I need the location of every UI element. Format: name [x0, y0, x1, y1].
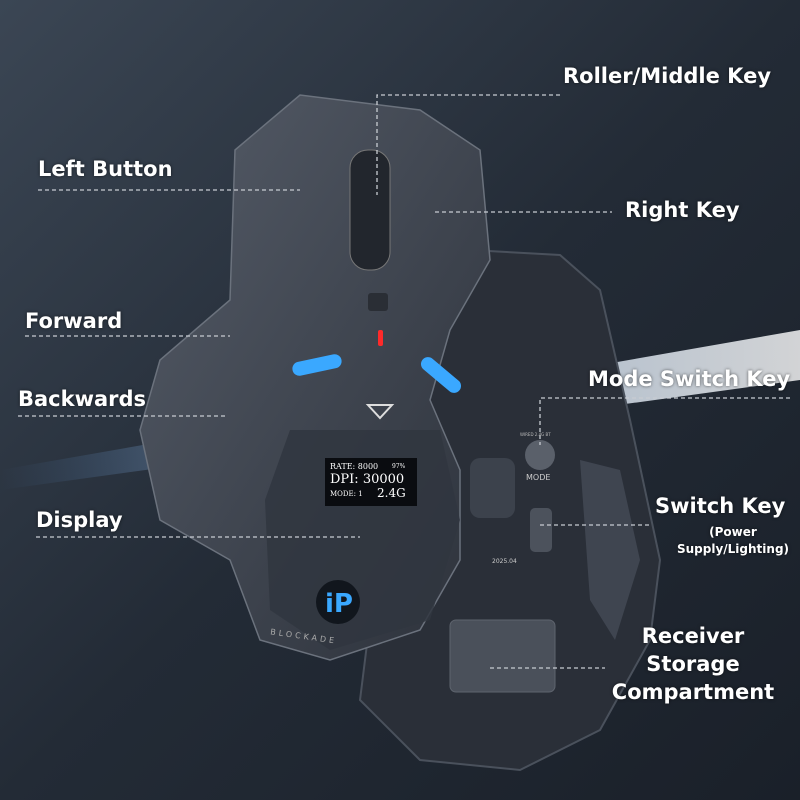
- display-battery: 97%: [392, 463, 406, 470]
- display-mode: MODE: 1: [330, 490, 363, 498]
- mode-button: [525, 440, 555, 470]
- receiver-compartment: [449, 619, 556, 693]
- date-print: 2025.04: [492, 558, 517, 565]
- label-switch-key-sub-1: (Power: [709, 525, 757, 539]
- label-right-key: Right Key: [625, 198, 740, 222]
- label-forward: Forward: [25, 309, 123, 333]
- leader-lines: [18, 94, 790, 669]
- oled-display: [325, 458, 417, 506]
- mode-options-print: WIRED 2.4G BT: [520, 432, 551, 437]
- svg-text:iP: iP: [325, 589, 353, 619]
- label-switch-key-sub-2: Supply/Lighting): [676, 542, 790, 556]
- mode-print: MODE: [526, 473, 551, 482]
- label-display: Display: [36, 508, 123, 532]
- label-switch-key: Switch Key: [655, 494, 786, 518]
- label-receiver-1: Receiver: [641, 624, 745, 648]
- label-roller: Roller/Middle Key: [563, 64, 772, 88]
- label-receiver-2: Storage: [646, 652, 740, 676]
- scroll-wheel: [349, 149, 391, 271]
- label-backwards: Backwards: [18, 387, 147, 411]
- display-dpi: DPI: 30000: [330, 472, 405, 487]
- label-switch-key-sub: (Power Supply/Lighting): [668, 524, 798, 558]
- power-switch: [530, 508, 552, 552]
- label-mode-switch: Mode Switch Key: [588, 367, 791, 391]
- display-rate: RATE: 8000: [330, 462, 379, 471]
- label-left-button: Left Button: [38, 157, 173, 181]
- display-connection: 2.4G: [377, 486, 406, 500]
- label-receiver: Receiver Storage Compartment: [605, 622, 781, 706]
- label-receiver-3: Compartment: [611, 680, 775, 704]
